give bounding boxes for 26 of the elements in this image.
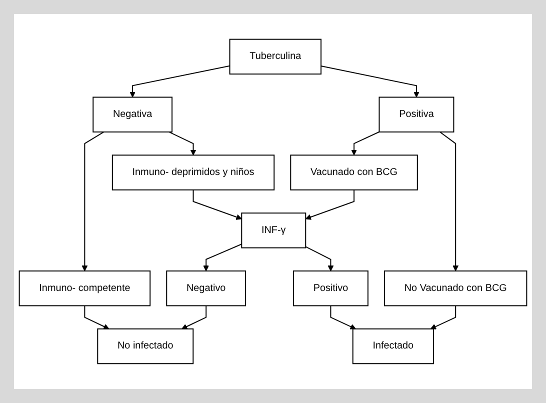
node-box: INF-γ: [241, 212, 306, 248]
arrow: [305, 189, 355, 220]
node-box: Vacunado con BCG: [290, 154, 418, 190]
arrow: [168, 132, 196, 156]
node-box: Infectado: [352, 328, 434, 364]
node-box: Negativa: [92, 96, 173, 132]
node-box: No Vacunado con BCG: [384, 270, 528, 306]
node-box: Positivo: [292, 270, 368, 306]
arrow: [320, 66, 420, 98]
arrow: [351, 131, 380, 156]
node-box: No infectado: [97, 328, 194, 364]
node-box: Inmuno- competente: [18, 270, 151, 306]
node-box: Positiva: [378, 96, 454, 132]
arrow: [84, 305, 110, 330]
arrow: [330, 305, 356, 330]
arrow: [130, 65, 230, 98]
arrow: [305, 246, 334, 272]
arrow: [430, 305, 456, 330]
node-box: Negativo: [166, 270, 246, 306]
arrow: [203, 244, 242, 272]
arrow: [82, 132, 104, 272]
arrow: [182, 305, 207, 330]
arrow: [192, 189, 242, 220]
node-box: Tuberculina: [229, 38, 322, 75]
node-box: Inmuno- deprimidos y niños: [112, 154, 275, 190]
arrow: [439, 132, 459, 272]
